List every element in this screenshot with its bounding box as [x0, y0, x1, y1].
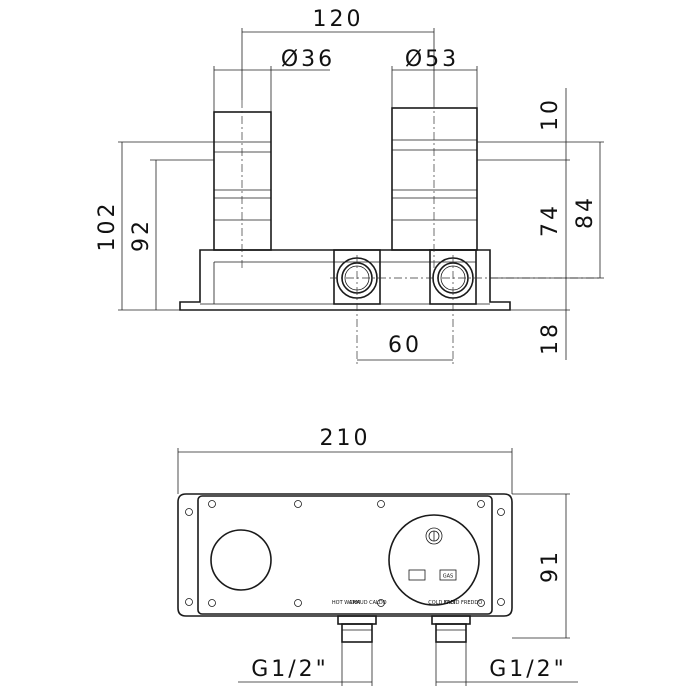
dim-120-label: 120: [313, 7, 364, 32]
dim-diameter-36-label: Ø36: [281, 47, 335, 72]
thread-left-label: G1/2": [251, 657, 329, 682]
gas-label: GAS: [443, 574, 453, 580]
dim-102-label: 102: [95, 201, 120, 252]
hot-inlet-pipe: [337, 615, 377, 643]
right-outlet-cylinder: [391, 107, 478, 251]
hot-label: HOT WARM: [332, 600, 360, 606]
dim-60-label: 60: [388, 333, 422, 358]
dim-91-label: 91: [538, 549, 563, 583]
left-outlet-circle: [210, 529, 272, 591]
base-plate: [179, 249, 511, 311]
left-outlet-cylinder: [213, 111, 272, 251]
front-view: 210: [177, 426, 578, 686]
dim-92-label: 92: [129, 218, 154, 252]
mounting-frame: [177, 493, 513, 617]
dim-diameter-53-label: Ø53: [405, 47, 459, 72]
screw-holes: [185, 500, 505, 607]
dim-210-label: 210: [320, 426, 371, 451]
froid-label: FROID FREDDO: [444, 600, 482, 606]
chaud-label: CHAUD CALDO: [349, 600, 386, 606]
dim-18-label: 18: [538, 321, 563, 355]
side-elevation-view: 120 Ø36 Ø53 102 92 10 74 84 18 60: [95, 7, 604, 365]
dim-10-label: 10: [538, 97, 563, 131]
thread-right-label: G1/2": [489, 657, 567, 682]
cold-inlet-pipe: [431, 615, 471, 643]
right-valve-circle: GAS: [388, 514, 480, 606]
dim-84-label: 84: [573, 195, 598, 229]
cold-label: COLD KALT: [428, 600, 456, 606]
dim-74-label: 74: [538, 203, 563, 237]
